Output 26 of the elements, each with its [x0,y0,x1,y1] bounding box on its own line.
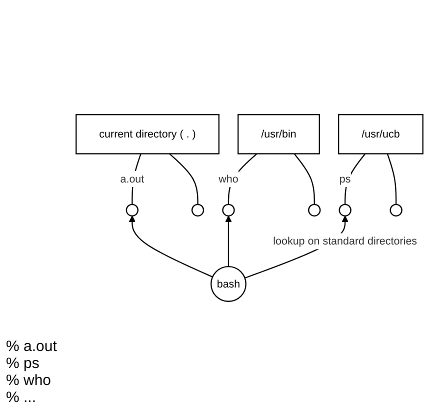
command-prompt-line: % ps [6,355,40,372]
node-box: current directory ( . ) [76,114,220,154]
node-box: /usr/bin [238,114,320,154]
command-prompt-line: % a.out [6,338,57,355]
edge-label: a.out [120,172,144,185]
arrow [225,216,232,267]
edge-label: ps [339,172,351,185]
command-prompt-line: % ... [6,389,38,406]
connector [344,153,366,204]
edge-label: who [218,172,238,185]
connector [228,153,258,204]
edge-label: lookup on standard directories [273,234,418,248]
node-circle [126,204,138,216]
node-circle [222,204,235,216]
node-box: /usr/ucb [338,114,424,154]
connector [169,153,198,204]
node-circle [338,204,352,216]
connector [386,154,397,204]
node-circle [191,204,204,216]
arrow [128,216,213,278]
command-prompt-line: % who [6,372,52,389]
node-circle [308,204,321,216]
node-circle [390,204,402,216]
connector [294,153,315,204]
node-circle: bash [210,266,246,302]
connector [132,154,142,204]
